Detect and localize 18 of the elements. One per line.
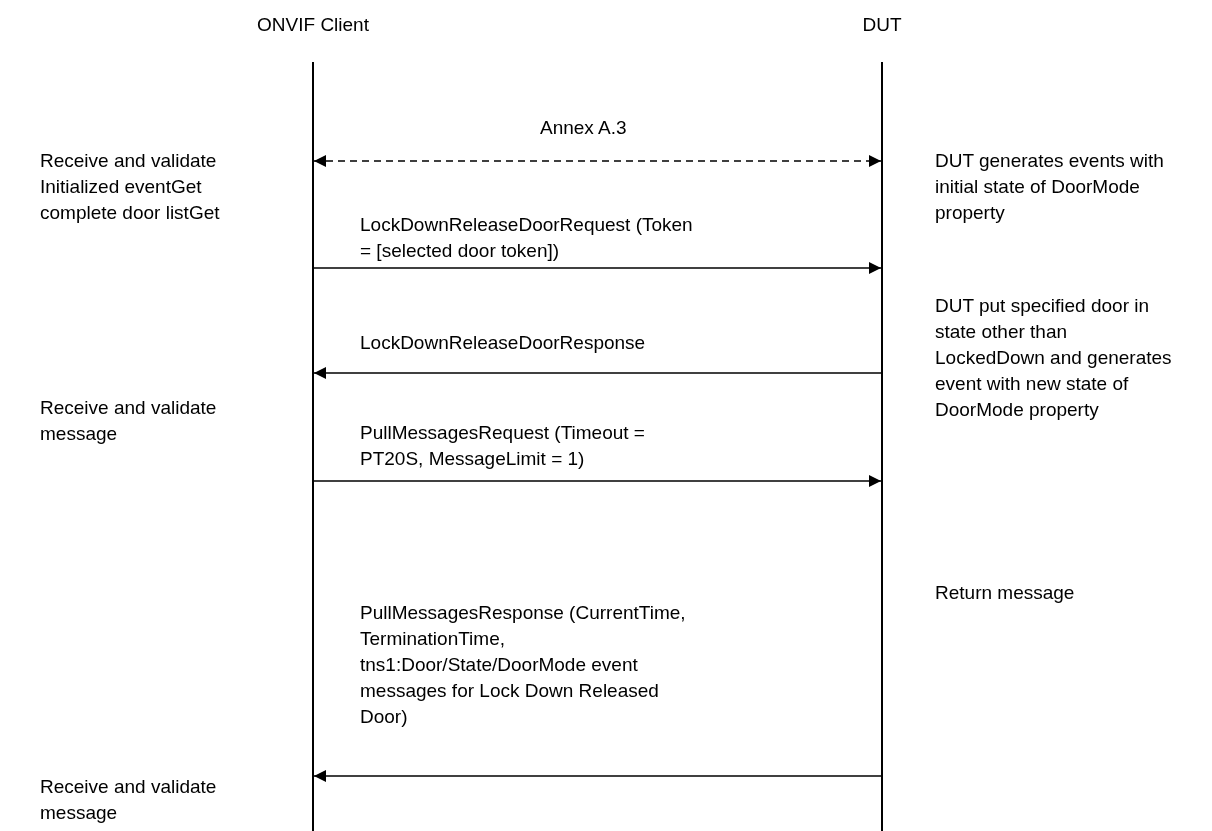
lifeline-header: ONVIF Client [257, 13, 369, 37]
side-note: Return message [935, 581, 1076, 605]
arrow [313, 770, 882, 782]
edge-label: PullMessagesRequest (Timeout = PT20S, MessageLimit = 1) [360, 421, 646, 471]
edge-label: Annex A.3 [540, 116, 627, 140]
edge-label: PullMessagesResponse (CurrentTime, TerminationTime, tns1:Door/State/DoorMode event messages for Lock Down Released Door) [360, 601, 687, 729]
side-note: Receive and validate message [40, 396, 218, 446]
arrow [313, 367, 882, 379]
arrow [313, 475, 882, 487]
edge-label: LockDownReleaseDoorRequest (Token = [selected door token]) [360, 213, 694, 263]
side-note: Receive and validate Initialized eventGet complete door listGet [40, 149, 221, 225]
arrow [313, 262, 882, 274]
arrow [313, 155, 882, 167]
side-note: DUT generates events with initial state of DoorMode property [935, 149, 1165, 225]
lifeline-header: DUT [862, 13, 902, 37]
side-note: Receive and validate message [40, 775, 218, 825]
edge-label: LockDownReleaseDoorResponse [360, 331, 647, 355]
side-note: DUT put specified door in state other than LockedDown and generates event with new state of DoorMode property [935, 294, 1173, 422]
